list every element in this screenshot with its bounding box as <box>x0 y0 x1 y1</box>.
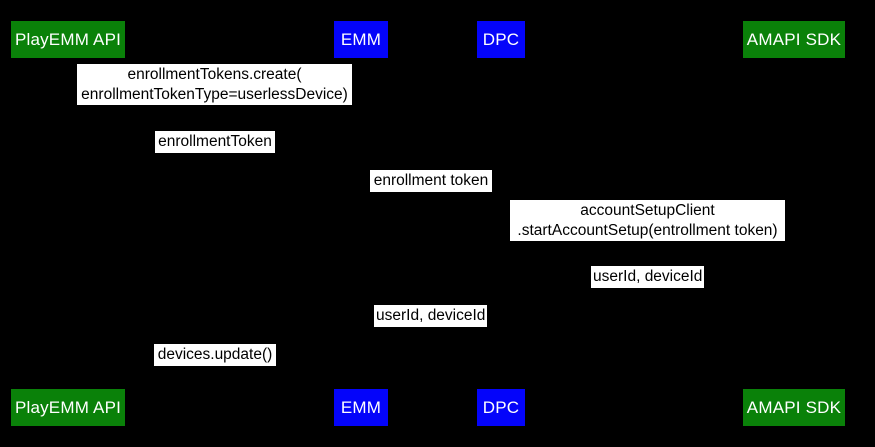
message-label-start-account-setup: accountSetupClient .startAccountSetup(en… <box>510 200 785 241</box>
actor-label: EMM <box>340 29 382 49</box>
message-line: userId, deviceId <box>376 307 486 324</box>
actor-top-playemm-api: PlayEMM API <box>11 21 125 58</box>
actor-label: DPC <box>482 397 520 417</box>
message-line: enrollmentTokenType=userlessDevice) <box>81 85 348 103</box>
actor-bottom-amapi-sdk: AMAPI SDK <box>743 389 845 426</box>
actor-label: AMAPI SDK <box>746 397 842 417</box>
actor-bottom-emm: EMM <box>334 389 388 426</box>
actor-label: PlayEMM API <box>14 397 122 417</box>
message-line: devices.update() <box>157 346 273 363</box>
message-line: enrollmentToken <box>158 133 272 150</box>
message-label-devices-update: devices.update() <box>154 344 276 366</box>
actor-bottom-playemm-api: PlayEMM API <box>11 389 125 426</box>
actor-top-amapi-sdk: AMAPI SDK <box>743 21 845 58</box>
message-line: enrollmentTokens.create( <box>127 66 302 83</box>
message-label-enrollment-token-return: enrollmentToken <box>155 131 275 153</box>
actor-label: DPC <box>482 29 520 49</box>
message-line: enrollment token <box>373 172 489 189</box>
actor-label: AMAPI SDK <box>746 29 842 49</box>
actor-bottom-dpc: DPC <box>477 389 525 426</box>
actor-label: EMM <box>340 397 382 417</box>
message-label-enrollment-token: enrollment token <box>370 170 492 192</box>
actor-top-dpc: DPC <box>477 21 525 58</box>
message-label-userid-deviceid-right: userId, deviceId <box>591 266 704 288</box>
message-line: userId, deviceId <box>593 268 703 285</box>
message-label-userid-deviceid-left: userId, deviceId <box>374 305 487 327</box>
actor-top-emm: EMM <box>334 21 388 58</box>
actor-label: PlayEMM API <box>14 29 122 49</box>
message-label-enrollment-tokens-create: enrollmentTokens.create( enrollmentToken… <box>77 64 352 105</box>
message-line: accountSetupClient <box>580 202 715 219</box>
message-line: .startAccountSetup(entrollment token) <box>517 221 778 239</box>
